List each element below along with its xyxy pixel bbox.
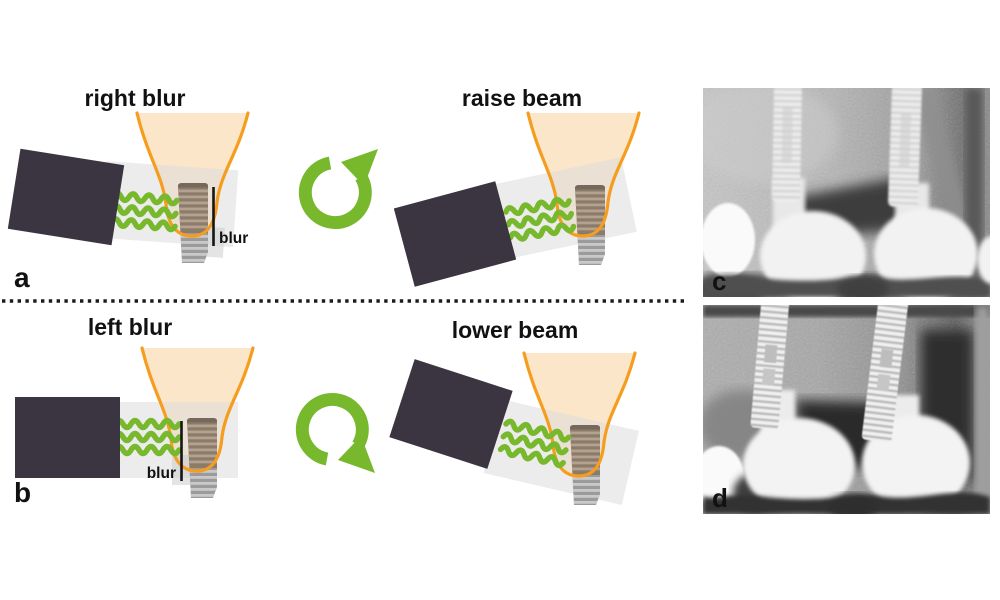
inter-crown-shadow	[829, 494, 877, 514]
radiograph-c: c	[703, 88, 990, 297]
crowns	[760, 208, 978, 297]
bone-streak	[911, 88, 969, 226]
blur-annotation: blur	[219, 230, 248, 247]
panel-a-title: right blur	[85, 85, 186, 111]
rotate-arrow-down-icon	[302, 399, 375, 473]
top-dark-band	[703, 305, 990, 317]
panel-d-letter: d	[712, 483, 728, 513]
radiograph-d: d	[703, 305, 990, 514]
panel-b-letter: b	[14, 477, 31, 508]
panel-a-letter: a	[14, 262, 30, 293]
panel-lower-beam-diagram: lower beam	[389, 317, 639, 505]
xray-source-box	[389, 359, 513, 469]
panel-b-diagram: left blur blur b	[14, 314, 255, 508]
implant-icon	[185, 418, 219, 498]
rotate-arrow-up-icon	[305, 149, 378, 223]
raise-beam-title: raise beam	[462, 85, 582, 111]
xray-source-box	[393, 181, 517, 287]
beam-geometry-diagrams: right blur blur a raise beam left b	[2, 85, 686, 508]
xray-source-box	[7, 148, 125, 246]
right-edge-strip	[975, 305, 990, 514]
edge-tooth	[977, 236, 990, 284]
panel-c-letter: c	[712, 266, 726, 296]
lower-beam-title: lower beam	[452, 317, 579, 343]
panel-a-diagram: right blur blur a	[7, 85, 250, 293]
bone-highlight	[703, 88, 838, 183]
panel-b-title: left blur	[88, 314, 172, 340]
implants	[750, 305, 909, 443]
implant-icon	[176, 183, 210, 263]
blur-annotation: blur	[147, 465, 176, 482]
adjacent-tooth	[703, 203, 755, 277]
implants	[772, 88, 923, 208]
panel-raise-beam-diagram: raise beam	[393, 85, 641, 287]
inter-crown-shadow	[837, 276, 889, 297]
xray-waves-icon	[111, 193, 177, 230]
xray-source-box	[15, 397, 120, 478]
xray-waves-icon	[115, 421, 179, 454]
